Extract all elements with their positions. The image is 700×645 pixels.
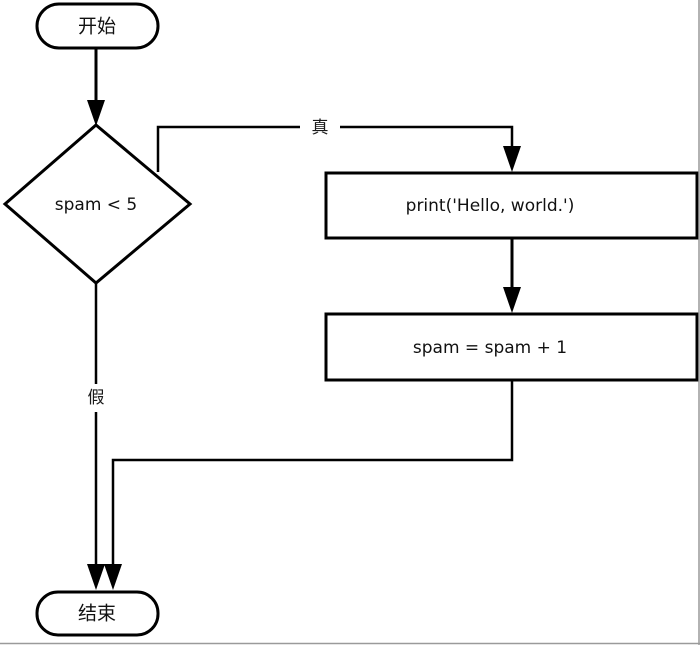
arrowhead-icon — [87, 564, 105, 590]
node-end[interactable]: 结束 — [35, 590, 160, 637]
edge-start-to-decision — [87, 48, 105, 126]
edge-print-to-increment — [503, 238, 521, 313]
arrowhead-icon — [503, 287, 521, 313]
node-start[interactable]: 开始 — [35, 2, 160, 50]
edge-decision-false: 假 — [87, 283, 105, 590]
arrowhead-icon — [503, 146, 521, 172]
end-label: 结束 — [78, 603, 116, 625]
node-print[interactable]: print('Hello, world.') — [324, 171, 699, 240]
print-label: print('Hello, world.') — [406, 196, 575, 216]
print-process-shape — [324, 171, 699, 240]
arrowhead-icon — [104, 564, 122, 590]
increment-process-shape — [324, 312, 699, 382]
end-terminator-shape — [35, 590, 160, 637]
edge-label-false: 假 — [88, 388, 105, 408]
edge-increment-loop-back — [104, 380, 514, 590]
increment-label: spam = spam + 1 — [413, 338, 567, 358]
start-label: 开始 — [78, 16, 116, 38]
start-terminator-shape — [35, 2, 160, 50]
arrowhead-icon — [87, 100, 105, 126]
edge-label-true: 真 — [312, 118, 329, 138]
decision-label: spam < 5 — [55, 195, 138, 215]
decision-diamond-shape — [2, 123, 193, 285]
node-decision[interactable]: spam < 5 — [2, 123, 193, 285]
node-increment[interactable]: spam = spam + 1 — [324, 312, 699, 382]
edge-decision-true: 真 — [156, 118, 521, 172]
